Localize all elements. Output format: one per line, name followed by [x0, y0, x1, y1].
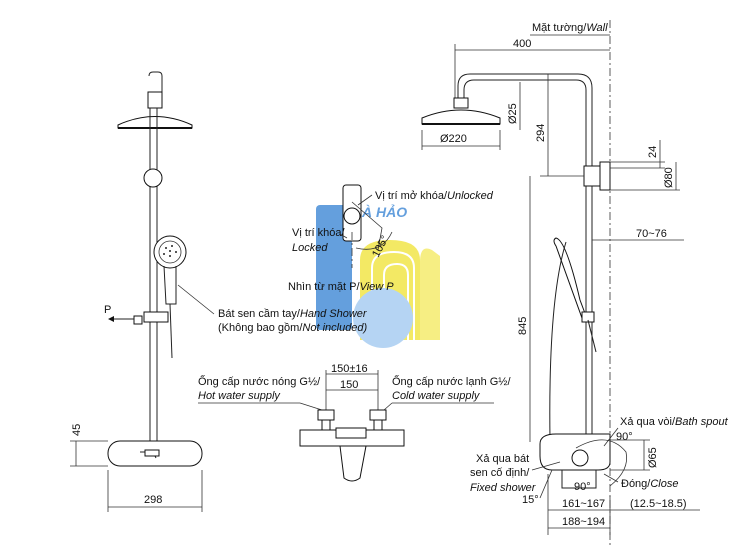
mixer-spout: [339, 445, 367, 482]
fixed-shower-vi1: Xả qua bát: [476, 453, 529, 465]
not-included-vi: (Không bao gồm/: [218, 322, 303, 334]
hand-shower-handle: [163, 265, 177, 305]
wall-bracket: [143, 168, 163, 188]
dim-150-16: 150±16: [331, 363, 368, 375]
dim-298: 298: [144, 494, 162, 506]
svg-text:Vị trí mở khóa/Unlocked: Vị trí mở khóa/Unlocked: [375, 190, 494, 202]
dim-24: 24: [647, 146, 659, 158]
dim-294: 294: [535, 124, 547, 142]
head-shower: [117, 116, 193, 129]
svg-text:Nhìn từ mặt P/View P: Nhìn từ mặt P/View P: [288, 281, 394, 293]
slide-bracket: [143, 311, 169, 323]
logo-light-circle: [353, 288, 413, 348]
dim-161-167: 161~167: [562, 498, 605, 510]
dim-150: 150: [340, 379, 358, 391]
side-head-shower: [421, 109, 501, 125]
dim-220: Ø220: [440, 133, 467, 145]
cold-supply-en: Cold water supply: [392, 390, 481, 402]
dim-12-18: (12.5~18.5): [630, 498, 687, 510]
svg-text:Bát sen cầm tay/Hand Shower: Bát sen cầm tay/Hand Shower: [218, 308, 368, 320]
view-p-detail: Vị trí mở khóa/Unlocked Vị trí khóa/ Loc…: [288, 184, 494, 293]
not-included-en: Not included): [302, 322, 367, 334]
angle-15: 15°: [522, 494, 539, 506]
bath-spout-en: Bath spout: [675, 416, 729, 428]
dim-25: Ø25: [507, 103, 519, 124]
hand-shower-en: Hand Shower: [300, 308, 368, 320]
hand-shower-vi: Bát sen cầm tay/: [218, 308, 301, 320]
wall-en: Wall: [586, 22, 608, 34]
dim-188-194: 188~194: [562, 516, 605, 528]
fixed-shower-vi2: sen cố định/: [470, 467, 530, 479]
side-mixer-knob: [571, 449, 589, 467]
shower-arm-outer: [457, 73, 593, 176]
handle-knob: [343, 207, 361, 225]
fixed-shower-en: Fixed shower: [470, 482, 537, 494]
svg-text:Xả qua vòi/Bath spout: Xả qua vòi/Bath spout: [620, 416, 729, 428]
mixer-top-view: 150±16 150 Ống cấp nước nóng G½/ Hot wat…: [198, 363, 511, 482]
cold-supply-vi: Ống cấp nước lạnh G½/: [392, 374, 511, 388]
locked-vi: Vị trí khóa/: [292, 227, 346, 239]
hot-connector: [317, 409, 335, 421]
svg-text:Đóng/Close: Đóng/Close: [621, 478, 678, 490]
dim-65: Ø65: [647, 447, 659, 468]
dim-45: 45: [71, 424, 83, 436]
arm-joint: [147, 91, 163, 109]
bath-spout-vi: Xả qua vòi/: [620, 416, 676, 428]
svg-text:Mặt tường/Wall: Mặt tường/Wall: [532, 22, 608, 34]
side-view: Mặt tường/Wall 400 Ø25 294 Ø220 24: [421, 20, 729, 545]
close-en: Close: [650, 478, 678, 490]
angle-90b: 90°: [574, 481, 591, 493]
svg-text:(Không bao gồm/Not included): (Không bao gồm/Not included): [218, 322, 368, 334]
wall-vi: Mặt tường/: [532, 22, 587, 34]
dim-70-76: 70~76: [636, 228, 667, 240]
hot-supply-vi: Ống cấp nước nóng G½/: [198, 374, 321, 388]
side-wall-bracket: [583, 165, 601, 187]
dim-400: 400: [513, 38, 531, 50]
shower-arm-inner: [463, 79, 587, 176]
unlocked-en: Unlocked: [447, 190, 494, 202]
svg-text:Ống cấp nước nóng G½/: Ống cấp nước nóng G½/: [198, 374, 321, 388]
logo-text: À HẢO: [361, 204, 407, 220]
dim-80: Ø80: [663, 167, 675, 188]
cold-connector: [369, 409, 387, 421]
hand-shower-callout: Bát sen cầm tay/Hand Shower (Không bao g…: [177, 284, 368, 334]
dim-845: 845: [517, 317, 529, 335]
unlocked-vi: Vị trí mở khóa/: [375, 190, 448, 202]
top-arm: [148, 71, 163, 102]
hot-supply-en: Hot water supply: [198, 390, 281, 402]
locked-en: Locked: [292, 242, 328, 254]
p-label: P: [104, 304, 111, 316]
view-p-en: View P: [360, 281, 395, 293]
close-vi: Đóng/: [621, 478, 651, 490]
view-p-vi: Nhìn từ mặt P/: [288, 281, 360, 293]
front-view: P 45 298: [70, 71, 203, 512]
side-hand-shower: [553, 237, 587, 319]
angle-90a: 90°: [616, 431, 633, 443]
